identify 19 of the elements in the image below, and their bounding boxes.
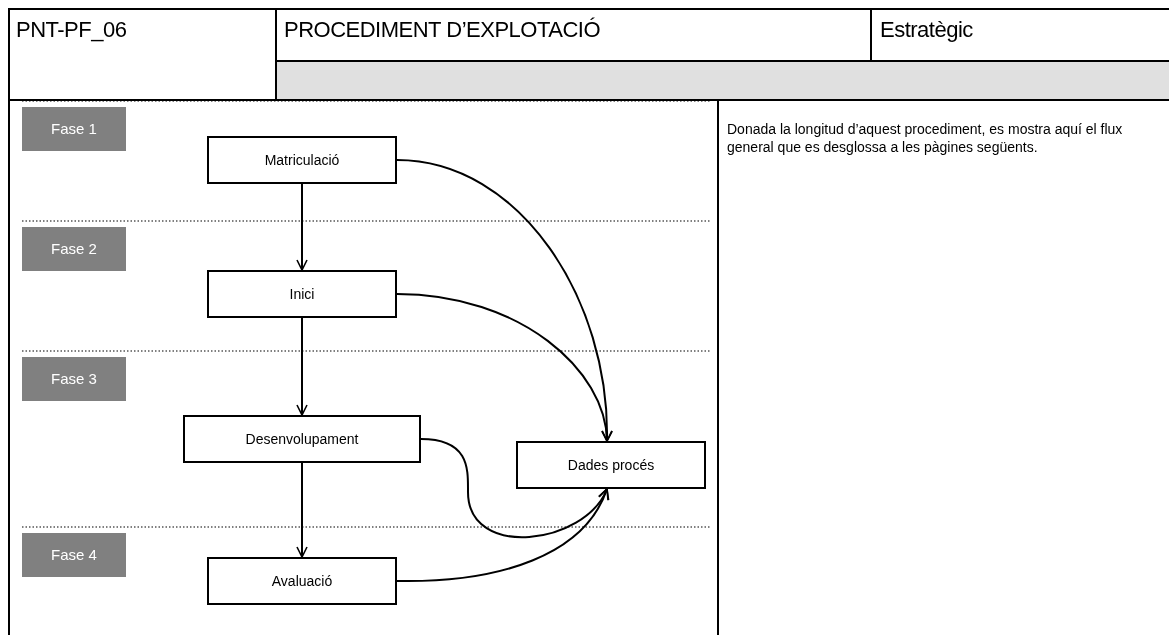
process-box: Desenvolupament	[183, 415, 421, 463]
phase-tag: Fase 3	[22, 357, 126, 401]
description-text: Donada la longitud d’aquest procediment, es mostra aquí el flux general que es desglossa a les pàgines següents.	[727, 120, 1124, 156]
document-code: PNT-PF_06	[16, 16, 127, 44]
arrow	[396, 488, 609, 582]
phase-tag: Fase 2	[22, 227, 126, 271]
process-box: Avaluació	[207, 557, 397, 605]
phase-tag: Fase 1	[22, 107, 126, 151]
procedure-title: PROCEDIMENT D’EXPLOTACIÓ	[284, 16, 600, 44]
process-box: Dades procés	[516, 441, 706, 489]
arrow	[296, 462, 308, 558]
process-box: Inici	[207, 270, 397, 318]
arrow	[420, 438, 608, 538]
phase-tag: Fase 4	[22, 533, 126, 577]
arrow	[296, 183, 308, 271]
arrow	[396, 293, 612, 442]
category-label: Estratègic	[880, 16, 973, 44]
arrow	[296, 317, 308, 416]
process-box: Matriculació	[207, 136, 397, 184]
